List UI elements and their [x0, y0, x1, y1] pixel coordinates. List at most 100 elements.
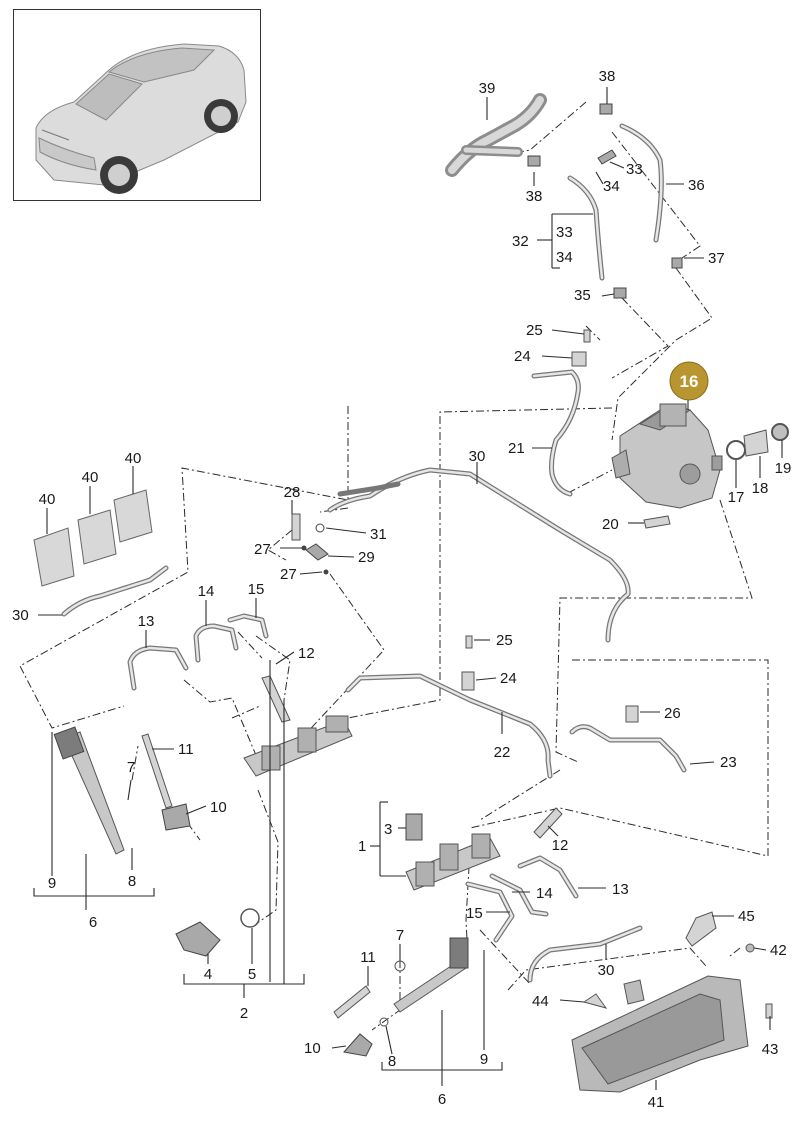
callout-33-group: 33 [556, 224, 573, 241]
callout-44: 44 [532, 993, 549, 1010]
callout-10-lower: 10 [304, 1040, 321, 1057]
callout-29: 29 [358, 549, 375, 566]
callout-9-left: 9 [48, 875, 56, 892]
part-40-sleeves [33, 489, 153, 587]
part-28-sensor [291, 513, 301, 541]
callout-4: 4 [204, 966, 212, 983]
callout-30-left: 30 [12, 607, 29, 624]
part-30-line-left [61, 565, 169, 617]
callout-9-lower: 9 [480, 1051, 488, 1068]
callout-27-b: 27 [280, 566, 297, 583]
vehicle-thumbnail [13, 9, 261, 201]
part-41-heat-shield [571, 975, 749, 1093]
part-36-hose [619, 123, 664, 243]
part-2-fuel-rail-left [243, 715, 353, 777]
part-11-bolt-lower [333, 985, 371, 1019]
part-18-seal [743, 429, 769, 457]
callout-16-highlight[interactable]: 16 [669, 361, 709, 401]
part-21-line [531, 369, 581, 497]
callout-3: 3 [384, 821, 392, 838]
callout-24-lower: 24 [500, 670, 517, 687]
callout-18: 18 [752, 480, 769, 497]
part-11-bolt-left [141, 733, 173, 809]
callout-35: 35 [574, 287, 591, 304]
callout-38-mid: 38 [526, 188, 543, 205]
callout-19: 19 [775, 460, 792, 477]
part-4-sensor [175, 921, 221, 957]
callout-32: 32 [512, 233, 529, 250]
part-26-bracket [625, 705, 639, 723]
callout-8-lower: 8 [388, 1053, 396, 1070]
callout-22: 22 [494, 744, 511, 761]
callout-40-a: 40 [39, 491, 56, 508]
callout-12-upper: 12 [298, 645, 315, 662]
part-39-hose [445, 93, 547, 177]
part-23-line [569, 724, 687, 773]
part-33-34-fitting [597, 149, 617, 165]
part-31-ring [315, 523, 325, 533]
callout-14-lower: 14 [536, 885, 553, 902]
callout-11-left: 11 [178, 741, 194, 758]
callout-14-upper: 14 [198, 583, 215, 600]
bracket-24-upper [571, 351, 587, 367]
callout-31: 31 [370, 526, 387, 543]
callout-13-upper: 13 [138, 613, 155, 630]
callout-15-lower: 15 [466, 905, 483, 922]
callout-labels: 39 38 38 33 34 36 32 33 34 37 35 25 24 2… [12, 68, 791, 1111]
part-27-washer-a [301, 545, 307, 551]
callout-6-left: 6 [89, 914, 97, 931]
reference-lines [19, 101, 769, 1031]
callout-8-left: 8 [128, 873, 136, 890]
part-30-line-lower [527, 925, 643, 983]
part-10-clamp-lower [343, 1033, 373, 1057]
callout-37: 37 [708, 250, 725, 267]
callout-34-group: 34 [556, 249, 573, 266]
callout-10-left: 10 [210, 799, 227, 816]
callout-24-upper: 24 [514, 348, 531, 365]
callout-5: 5 [248, 966, 256, 983]
clamp-38-top [599, 103, 613, 115]
part-8-ring-lower [379, 1017, 389, 1027]
callout-41: 41 [648, 1094, 665, 1111]
bracket-24-lower [461, 671, 475, 691]
callout-7-left: 7 [127, 759, 135, 776]
callout-6-lower: 6 [438, 1091, 446, 1108]
callout-43: 43 [762, 1041, 779, 1058]
callout-26: 26 [664, 705, 681, 722]
highlight-label: 16 [680, 372, 699, 391]
callout-12-lower: 12 [552, 837, 569, 854]
callout-38-top: 38 [599, 68, 616, 85]
part-32-hose [567, 175, 605, 281]
part-3-sensor [405, 813, 423, 841]
callout-1: 1 [358, 838, 366, 855]
part-12-bolt-upper [261, 675, 291, 723]
part-43-bolt [765, 1003, 773, 1019]
part-17-o-ring [726, 440, 746, 460]
part-30-line-upper [327, 467, 631, 643]
part-45-bracket [685, 911, 717, 947]
bolt-25-lower [465, 635, 473, 649]
callout-39: 39 [479, 80, 496, 97]
clamp-35 [613, 287, 627, 299]
callout-27-a: 27 [254, 541, 271, 558]
callout-34-top: 34 [603, 178, 620, 195]
part-6-injector-left [53, 726, 125, 855]
bolt-25-upper [583, 329, 591, 343]
highlight-badge[interactable] [669, 361, 709, 401]
callout-11-lower: 11 [360, 949, 376, 966]
part-42-nut [745, 943, 755, 953]
callout-45: 45 [738, 908, 755, 925]
callout-40-b: 40 [82, 469, 99, 486]
callout-40-c: 40 [125, 450, 142, 467]
callout-30-lower: 30 [598, 962, 615, 979]
part-27-washer-b [323, 569, 329, 575]
car-icon [35, 43, 247, 194]
callout-28: 28 [284, 484, 301, 501]
clamp-38-mid [527, 155, 541, 167]
callout-25-lower: 25 [496, 632, 513, 649]
part-6-injector-lower [393, 937, 469, 1013]
part-13-14-15-lines-lower [465, 855, 579, 943]
callout-42: 42 [770, 942, 787, 959]
